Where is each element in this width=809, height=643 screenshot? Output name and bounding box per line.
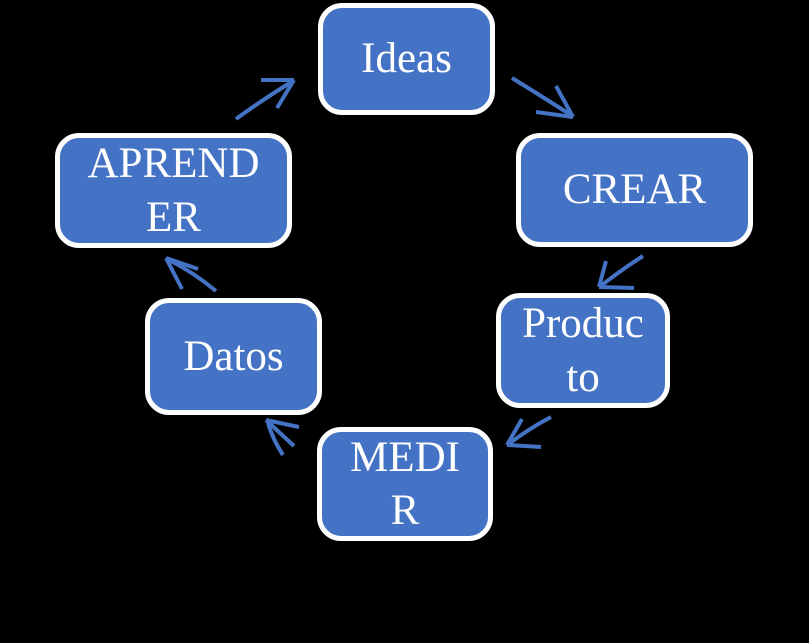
arrow-medir-to-datos: [264, 418, 300, 457]
arrowhead-barb: [164, 257, 184, 290]
arrow-line: [600, 254, 645, 287]
node-datos-label: Datos: [183, 332, 284, 380]
arrow-line: [168, 258, 218, 293]
node-aprender: APREND ER: [55, 133, 292, 248]
node-datos: Datos: [145, 298, 322, 415]
arrow-line: [266, 422, 285, 457]
arrowhead-barb: [598, 285, 635, 290]
node-medir-label: MEDI R: [350, 433, 460, 534]
node-producto-label: Produc to: [522, 300, 644, 401]
node-medir: MEDI R: [317, 427, 493, 541]
arrow-aprender-to-ideas: [234, 78, 296, 121]
arrowhead-barb: [597, 260, 608, 288]
arrow-crear-to-producto: [597, 254, 645, 290]
node-producto: Produc to: [496, 293, 670, 408]
arrowhead-barb: [275, 78, 296, 110]
node-aprender-label: APREND ER: [87, 140, 260, 241]
arrowhead-barb: [506, 443, 542, 449]
arrowhead-barb: [165, 256, 199, 271]
node-ideas-label: Ideas: [361, 35, 452, 83]
arrow-ideas-to-crear: [510, 76, 575, 119]
arrowhead-barb: [505, 418, 524, 446]
arrowhead-barb: [535, 110, 574, 119]
arrow-producto-to-medir: [505, 415, 552, 449]
node-crear-label: CREAR: [562, 166, 707, 214]
arrowhead-barb: [265, 418, 300, 429]
node-crear: CREAR: [516, 133, 753, 247]
arrow-line: [234, 79, 295, 121]
arrow-line: [510, 76, 573, 117]
arrow-line: [508, 415, 552, 445]
node-ideas: Ideas: [318, 3, 495, 115]
arrowhead-barb: [264, 418, 296, 448]
arrow-datos-to-aprender: [164, 256, 218, 293]
arrowhead-barb: [554, 85, 575, 118]
